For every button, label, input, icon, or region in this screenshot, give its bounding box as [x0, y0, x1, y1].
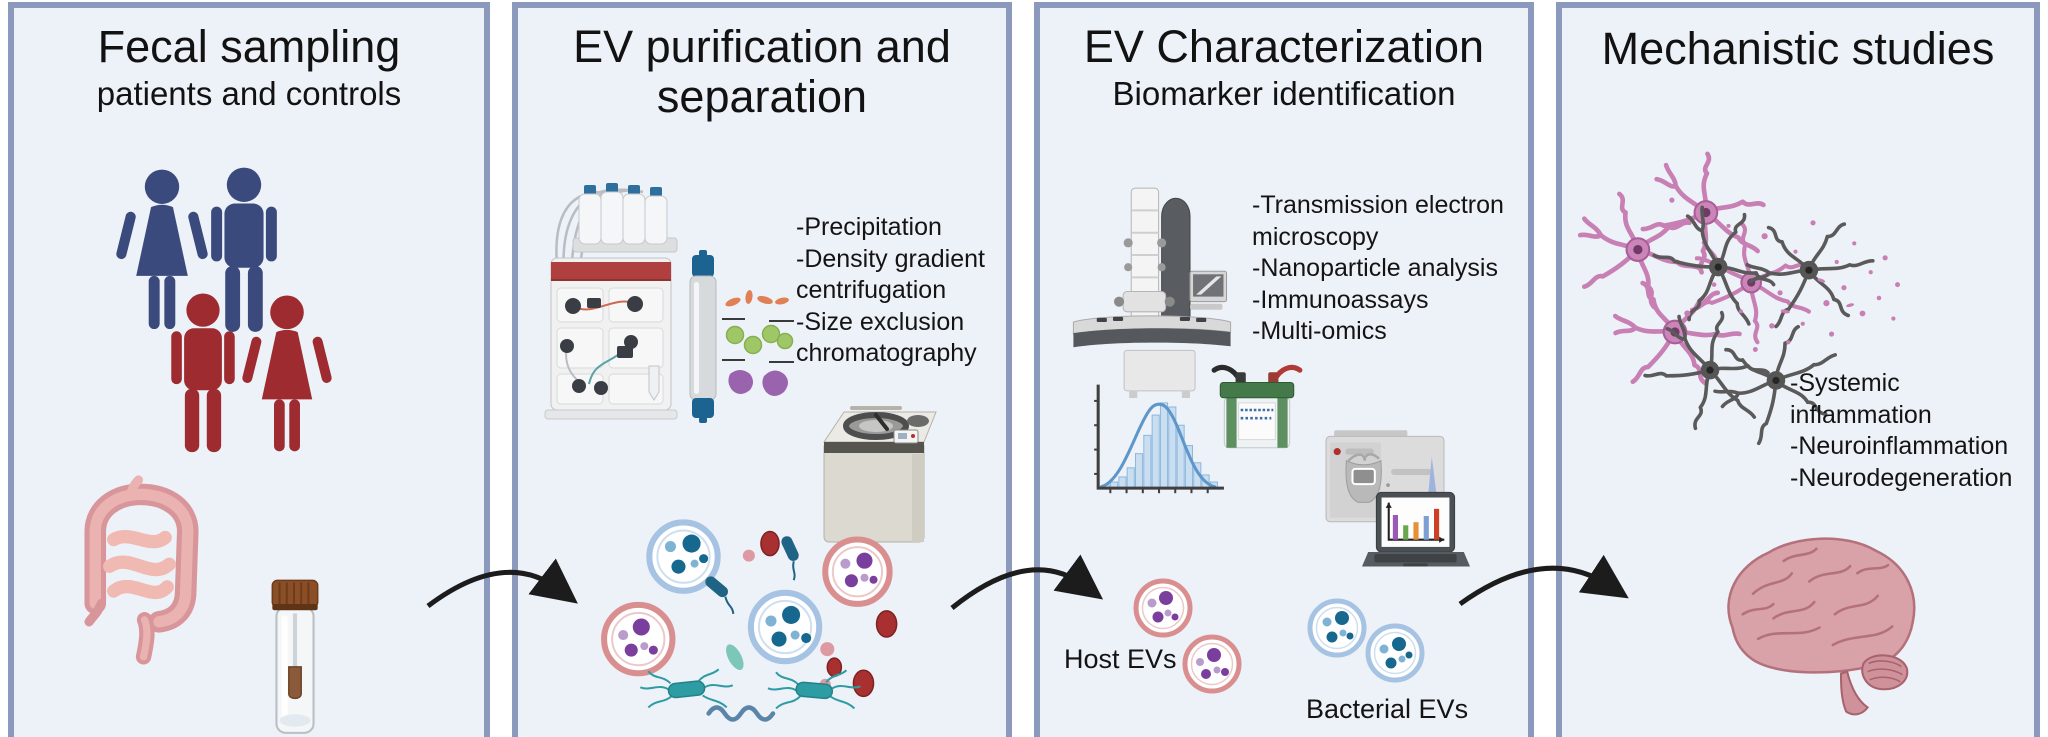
gel-electrophoresis-icon [1211, 364, 1303, 449]
panel-fecal-sampling: Fecal sampling patients and controls [8, 2, 490, 737]
panel-subtitle: Biomarker identification [1112, 75, 1456, 112]
method-item: -Multi-omics [1252, 317, 1387, 345]
host-ev-icon [1133, 578, 1193, 638]
characterization-methods-list: -Transmission electron microscopy -Nanop… [1252, 190, 1552, 348]
male-patient-icon [211, 167, 277, 332]
mechanistic-topics-list: -Systemic inflammation -Neuroinflammatio… [1790, 368, 2036, 494]
method-item: -Systemic inflammation [1790, 369, 1932, 429]
size-separation-fractions-icon [722, 290, 794, 396]
method-item: -Density gradient centrifugation [796, 244, 985, 305]
method-item: -Precipitation [796, 213, 942, 241]
intestine-icon [84, 475, 199, 665]
electron-microscope-icon [1072, 187, 1232, 398]
method-item: -Transmission electron microscopy [1252, 191, 1504, 251]
size-distribution-histogram-icon [1094, 384, 1224, 494]
panel-mechanistic-studies: Mechanistic studies [1556, 2, 2040, 737]
chromatography-column-icon [689, 250, 717, 423]
panel-title: EV Characterization [1083, 21, 1485, 72]
method-item: -Nanoparticle analysis [1252, 254, 1498, 282]
method-item: -Neuroinflammation [1790, 432, 2009, 460]
bacterial-evs-label: Bacterial EVs [1306, 694, 1469, 724]
female-patient-icon [242, 295, 332, 452]
method-item: -Size exclusion chromatography [796, 307, 977, 368]
bacterial-ev-icon [1365, 623, 1425, 683]
host-ev-icon [1182, 634, 1242, 694]
panel-title: EV purification and separation [573, 21, 951, 123]
stool-sample-tube-icon [271, 579, 319, 734]
laptop-bar-chart-icon [1362, 491, 1470, 567]
panel-ev-characterization: EV Characterization Biomarker identifica… [1034, 2, 1534, 737]
brain-icon [1727, 537, 1916, 716]
method-item: -Neurodegeneration [1790, 463, 2013, 492]
panel-title: Fecal sampling [97, 21, 401, 72]
centrifuge-icon [823, 406, 937, 543]
debris-dots [1669, 197, 1900, 352]
male-patient-icon [171, 293, 235, 453]
panel-subtitle: patients and controls [96, 75, 402, 112]
purification-methods-list: -Precipitation -Density gradient centrif… [796, 212, 1024, 370]
female-patient-icon [116, 169, 208, 330]
panel-ev-purification: EV purification and separation [512, 2, 1012, 737]
bacterial-ev-icon [1307, 598, 1367, 658]
panel-title: Mechanistic studies [1601, 23, 1995, 74]
method-item: -Immunoassays [1252, 285, 1429, 314]
host-evs-label: Host EVs [1064, 644, 1177, 674]
fplc-chromatography-system-icon [544, 183, 678, 420]
neuron-network-icon [1574, 158, 1900, 464]
purified-evs-illustration [1133, 578, 1425, 694]
ev-microbe-mixture-icon [601, 519, 898, 722]
